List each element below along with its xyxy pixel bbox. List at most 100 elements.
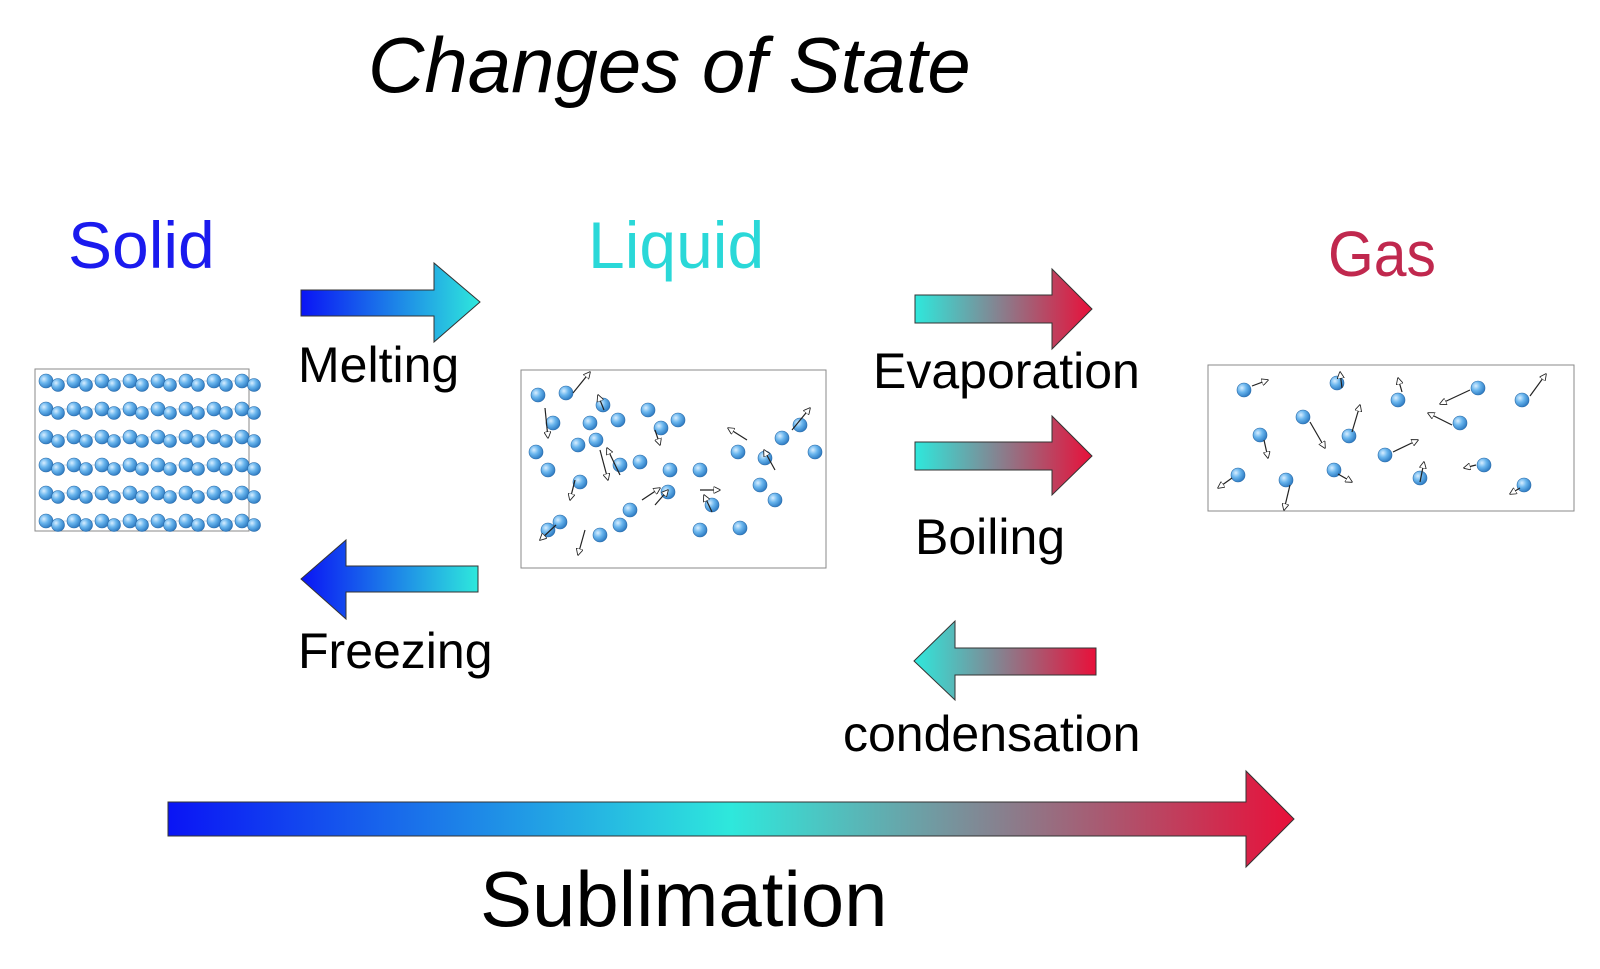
particle <box>191 406 205 420</box>
particle <box>528 444 544 460</box>
particle <box>1390 392 1406 408</box>
velocity-arrow <box>1337 473 1352 482</box>
particle <box>234 429 250 445</box>
particle <box>66 401 82 417</box>
particle <box>94 513 110 529</box>
particle <box>219 406 233 420</box>
particle <box>540 522 556 538</box>
velocity-arrow <box>1529 374 1546 397</box>
velocity-arrow <box>1251 380 1268 387</box>
particle <box>79 518 93 532</box>
velocity-arrow <box>1510 487 1521 494</box>
particle <box>545 415 561 431</box>
sublimation-label: Sublimation <box>480 855 888 943</box>
particle <box>588 432 604 448</box>
particle <box>38 485 54 501</box>
particle <box>530 387 546 403</box>
velocity-arrow <box>570 479 576 500</box>
particle <box>191 490 205 504</box>
particle <box>247 378 261 392</box>
particle <box>1236 382 1252 398</box>
particle <box>622 502 638 518</box>
velocity-arrow <box>607 448 621 476</box>
particle <box>94 429 110 445</box>
particle <box>94 373 110 389</box>
particle <box>178 485 194 501</box>
particle <box>122 373 138 389</box>
particle <box>570 437 586 453</box>
particle <box>150 485 166 501</box>
velocity-arrow <box>545 407 548 438</box>
particle <box>191 518 205 532</box>
particle <box>612 517 628 533</box>
particle <box>135 378 149 392</box>
melting-label: Melting <box>298 337 460 393</box>
particle <box>219 378 233 392</box>
particle <box>191 462 205 476</box>
particle <box>94 457 110 473</box>
particle <box>592 527 608 543</box>
particle <box>178 457 194 473</box>
particle <box>38 373 54 389</box>
particle <box>206 513 222 529</box>
velocity-arrow <box>1309 421 1325 448</box>
particle <box>79 378 93 392</box>
velocity-arrow <box>598 395 605 411</box>
particle <box>150 429 166 445</box>
particle <box>79 434 93 448</box>
velocity-arrow <box>1284 484 1291 510</box>
boiling-label: Boiling <box>915 509 1066 565</box>
velocity-arrow <box>1464 465 1477 468</box>
particle <box>150 373 166 389</box>
particle <box>94 401 110 417</box>
particle <box>135 518 149 532</box>
particle <box>51 518 65 532</box>
particle <box>219 434 233 448</box>
velocity-arrow <box>1398 378 1402 393</box>
velocity-arrow <box>728 428 748 441</box>
particle <box>1230 467 1246 483</box>
particle <box>163 378 177 392</box>
particle <box>79 490 93 504</box>
particle <box>1278 472 1294 488</box>
particle <box>219 490 233 504</box>
liquid-particles-box <box>520 369 827 569</box>
particle <box>807 444 823 460</box>
particle <box>730 444 746 460</box>
particle <box>79 406 93 420</box>
velocity-arrow <box>599 449 608 480</box>
particle <box>219 462 233 476</box>
condensation-arrow <box>913 619 1097 702</box>
particle <box>107 490 121 504</box>
particle <box>122 401 138 417</box>
particle <box>66 485 82 501</box>
particle <box>662 462 678 478</box>
velocity-arrow <box>641 488 660 501</box>
freezing-arrow <box>300 538 479 621</box>
particle <box>66 429 82 445</box>
particle <box>94 485 110 501</box>
solid-label: Solid <box>68 208 215 282</box>
particle <box>150 401 166 417</box>
particle <box>1252 427 1268 443</box>
particle <box>234 401 250 417</box>
particle <box>107 462 121 476</box>
particle <box>595 397 611 413</box>
velocity-arrow <box>540 524 557 540</box>
particle <box>122 429 138 445</box>
particle <box>107 434 121 448</box>
particle <box>752 477 768 493</box>
particle <box>774 430 790 446</box>
particle <box>632 454 648 470</box>
particle <box>640 402 656 418</box>
particle <box>107 378 121 392</box>
particle <box>247 490 261 504</box>
particle <box>247 518 261 532</box>
velocity-arrow <box>1440 389 1471 404</box>
liquid-label: Liquid <box>588 208 765 282</box>
melting-arrow <box>300 261 481 344</box>
particle <box>792 417 808 433</box>
particle <box>163 490 177 504</box>
particle <box>660 484 676 500</box>
